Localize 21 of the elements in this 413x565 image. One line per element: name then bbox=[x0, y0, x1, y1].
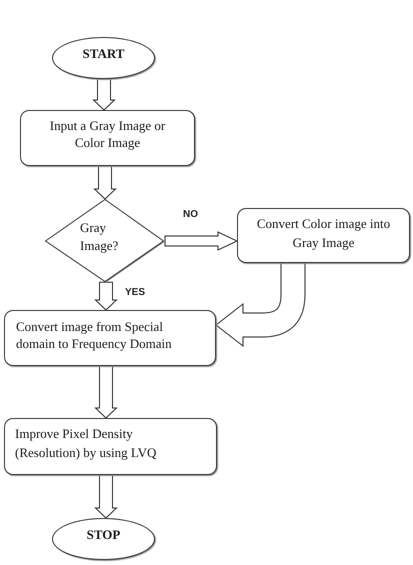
process-box bbox=[20, 110, 195, 166]
edge-label: NO bbox=[182, 209, 199, 220]
block-arrow bbox=[164, 231, 238, 251]
process-box bbox=[237, 208, 410, 263]
block-arrow bbox=[94, 282, 118, 311]
process-box bbox=[4, 418, 217, 475]
block-arrow bbox=[215, 262, 306, 348]
block-arrow bbox=[93, 166, 117, 200]
process-text: Input a Gray Image or Color Image bbox=[48, 116, 166, 150]
block-arrow bbox=[94, 474, 118, 519]
process-box bbox=[4, 310, 216, 366]
edge-label: YES bbox=[124, 287, 146, 298]
process-text: Convert image from Special domain to Frequency Domain bbox=[16, 318, 173, 352]
block-arrow bbox=[94, 366, 118, 419]
process-text: Convert Color image into Gray Image bbox=[256, 214, 392, 252]
decision-text: Gray Image? bbox=[80, 219, 120, 255]
process-text: Improve Pixel Density (Resolution) by using LVQ bbox=[15, 424, 158, 462]
decision-diamond bbox=[45, 199, 165, 283]
terminal-label: STOP bbox=[86, 526, 120, 542]
block-arrow bbox=[92, 78, 116, 111]
terminal-label: START bbox=[82, 44, 124, 62]
